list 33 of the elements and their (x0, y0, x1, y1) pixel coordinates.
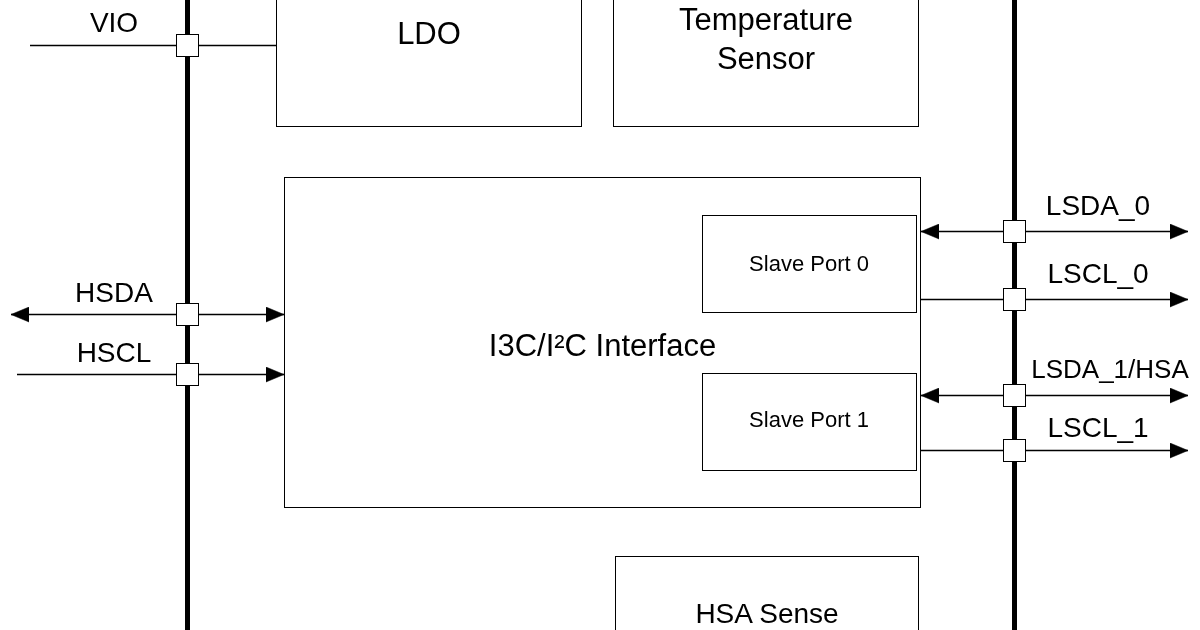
function-block (615, 556, 919, 630)
pin-pad (1003, 220, 1026, 243)
signal-arrow (1025, 223, 1189, 240)
function-block (613, 0, 919, 127)
port-block (701, 214, 917, 313)
port-block (701, 372, 917, 471)
signal-line (920, 449, 1004, 452)
signal-line (29, 44, 177, 47)
signal-arrow (198, 306, 285, 323)
function-block (276, 0, 582, 127)
pin-pad (176, 34, 199, 57)
signal-arrow (198, 366, 285, 383)
signal-arrow (920, 387, 1004, 404)
block-label: Slave Port 1 (749, 406, 869, 432)
pin-pad (1003, 384, 1026, 407)
pin-pad (1003, 439, 1026, 462)
block-label: I3C/I²C Interface (488, 328, 717, 364)
block-label: HSA Sense (695, 598, 839, 630)
block-label: LDO (397, 16, 461, 52)
signal-arrow (1025, 387, 1189, 404)
signal-arrow (1025, 442, 1189, 459)
interface-block (284, 177, 921, 508)
pin-pad (176, 303, 199, 326)
signal-line (198, 44, 277, 47)
block-label: Slave Port 0 (749, 250, 869, 276)
signal-line (16, 373, 177, 376)
pin-pad (1003, 288, 1026, 311)
signal-line (920, 298, 1004, 301)
signal-arrow (10, 306, 177, 323)
block-label: Temperature Sensor (679, 1, 853, 79)
signal-arrow (920, 223, 1004, 240)
pin-pad (176, 363, 199, 386)
signal-arrow (1025, 291, 1189, 308)
